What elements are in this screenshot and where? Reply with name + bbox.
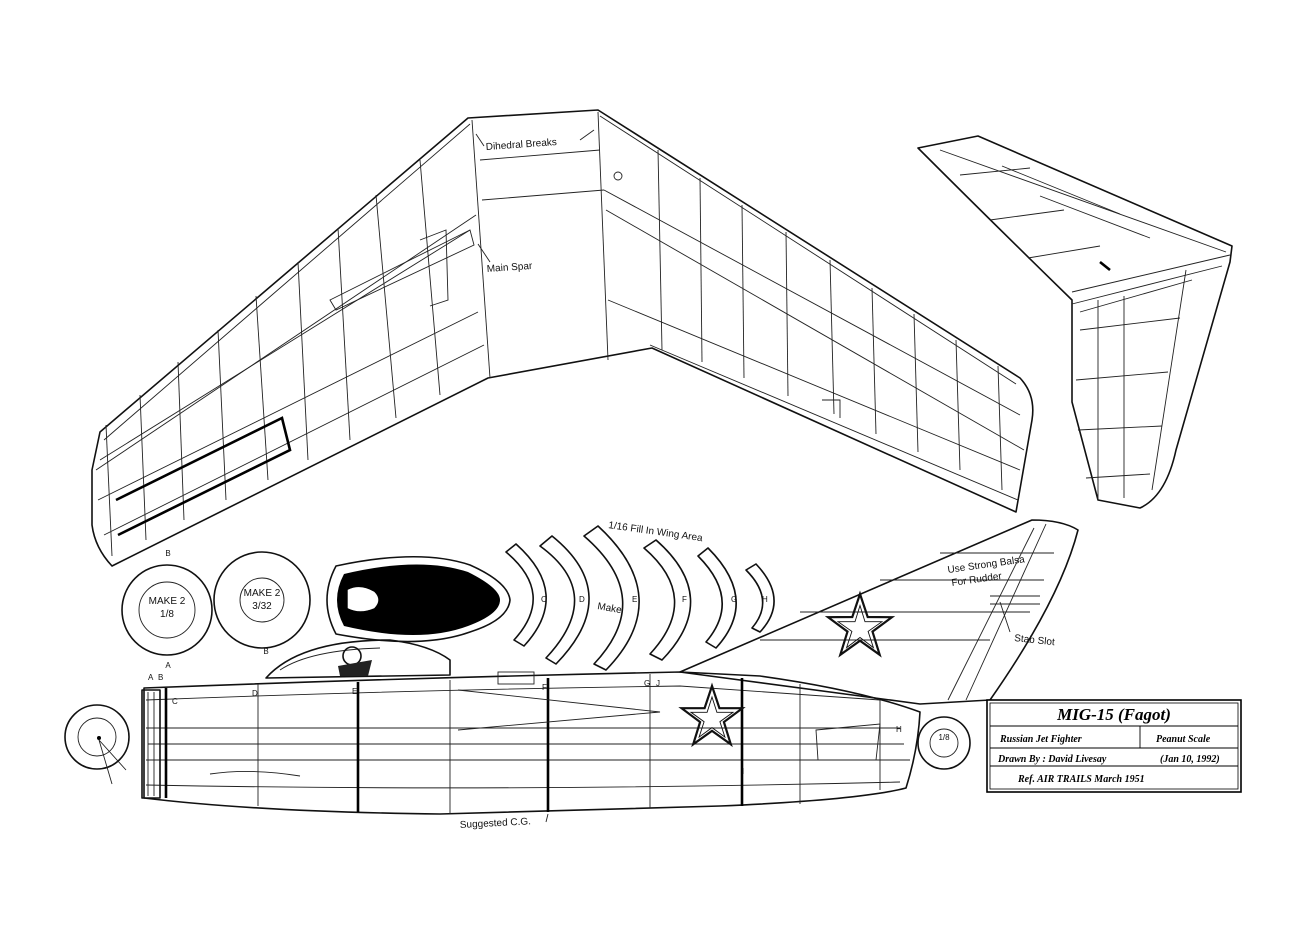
svg-text:F: F bbox=[542, 683, 547, 692]
make-label: Make bbox=[596, 601, 622, 616]
disc-2-size: 3/32 bbox=[252, 601, 272, 612]
svg-text:H: H bbox=[896, 725, 902, 734]
drawn-by: Drawn By : David Livesay bbox=[997, 754, 1107, 765]
title-block: MIG-15 (Fagot) Russian Jet Fighter Peanu… bbox=[986, 699, 1242, 793]
fuselage-side-view: A B C D E F G H I J Suggested C.G. bbox=[141, 639, 921, 831]
former-g-label: G bbox=[731, 595, 737, 604]
dihedral-breaks-label: Dihedral Breaks bbox=[485, 137, 557, 153]
former-d-label: D bbox=[579, 595, 585, 604]
former-f-label: F bbox=[682, 595, 687, 604]
former-e-label: E bbox=[632, 595, 637, 604]
svg-text:B: B bbox=[165, 549, 170, 558]
disc-1: MAKE 2 1/8 B A bbox=[121, 549, 213, 670]
stab-slot-label: Stab Slot bbox=[1014, 633, 1056, 648]
disc-1-size: 1/8 bbox=[160, 609, 174, 620]
suggested-cg-label: Suggested C.G. bbox=[460, 816, 532, 831]
disc-1-make: MAKE 2 bbox=[149, 596, 186, 607]
subtitle-left: Russian Jet Fighter bbox=[999, 734, 1082, 745]
drawn-date: (Jan 10, 1992) bbox=[1160, 754, 1220, 765]
stabilizer bbox=[917, 135, 1233, 509]
subtitle-right: Peanut Scale bbox=[1156, 734, 1211, 745]
svg-text:J: J bbox=[656, 679, 660, 688]
tail-disc-size: 1/8 bbox=[938, 733, 950, 742]
canopy-template bbox=[326, 555, 511, 643]
former-c-label: C bbox=[541, 595, 547, 604]
fin-star bbox=[824, 590, 896, 658]
title-text: MIG-15 (Fagot) bbox=[1056, 705, 1171, 724]
svg-text:E: E bbox=[352, 687, 357, 696]
fuselage-formers: C D E F G H 1/16 Fill In Wing Area Make bbox=[505, 520, 775, 671]
svg-text:G: G bbox=[644, 679, 650, 688]
svg-text:B: B bbox=[158, 673, 163, 682]
fuselage-star bbox=[678, 682, 746, 748]
svg-text:B: B bbox=[263, 647, 268, 656]
disc-2: MAKE 2 3/32 B bbox=[213, 551, 311, 656]
main-wing: Dihedral Breaks Main Spar bbox=[91, 109, 1034, 567]
former-h-label: H bbox=[762, 595, 768, 604]
disc-2-make: MAKE 2 bbox=[244, 588, 281, 599]
nose-disc bbox=[64, 704, 130, 785]
vertical-fin: Use Strong Balsa For Rudder Stab Slot bbox=[679, 519, 1079, 705]
svg-text:D: D bbox=[252, 689, 258, 698]
tail-disc: 1/8 bbox=[917, 716, 971, 770]
svg-text:A: A bbox=[165, 661, 171, 670]
main-spar-label: Main Spar bbox=[486, 261, 533, 275]
reference-text: Ref. AIR TRAILS March 1951 bbox=[1017, 774, 1145, 785]
svg-text:C: C bbox=[172, 697, 178, 706]
svg-text:I: I bbox=[742, 767, 744, 776]
svg-text:A: A bbox=[148, 673, 154, 682]
